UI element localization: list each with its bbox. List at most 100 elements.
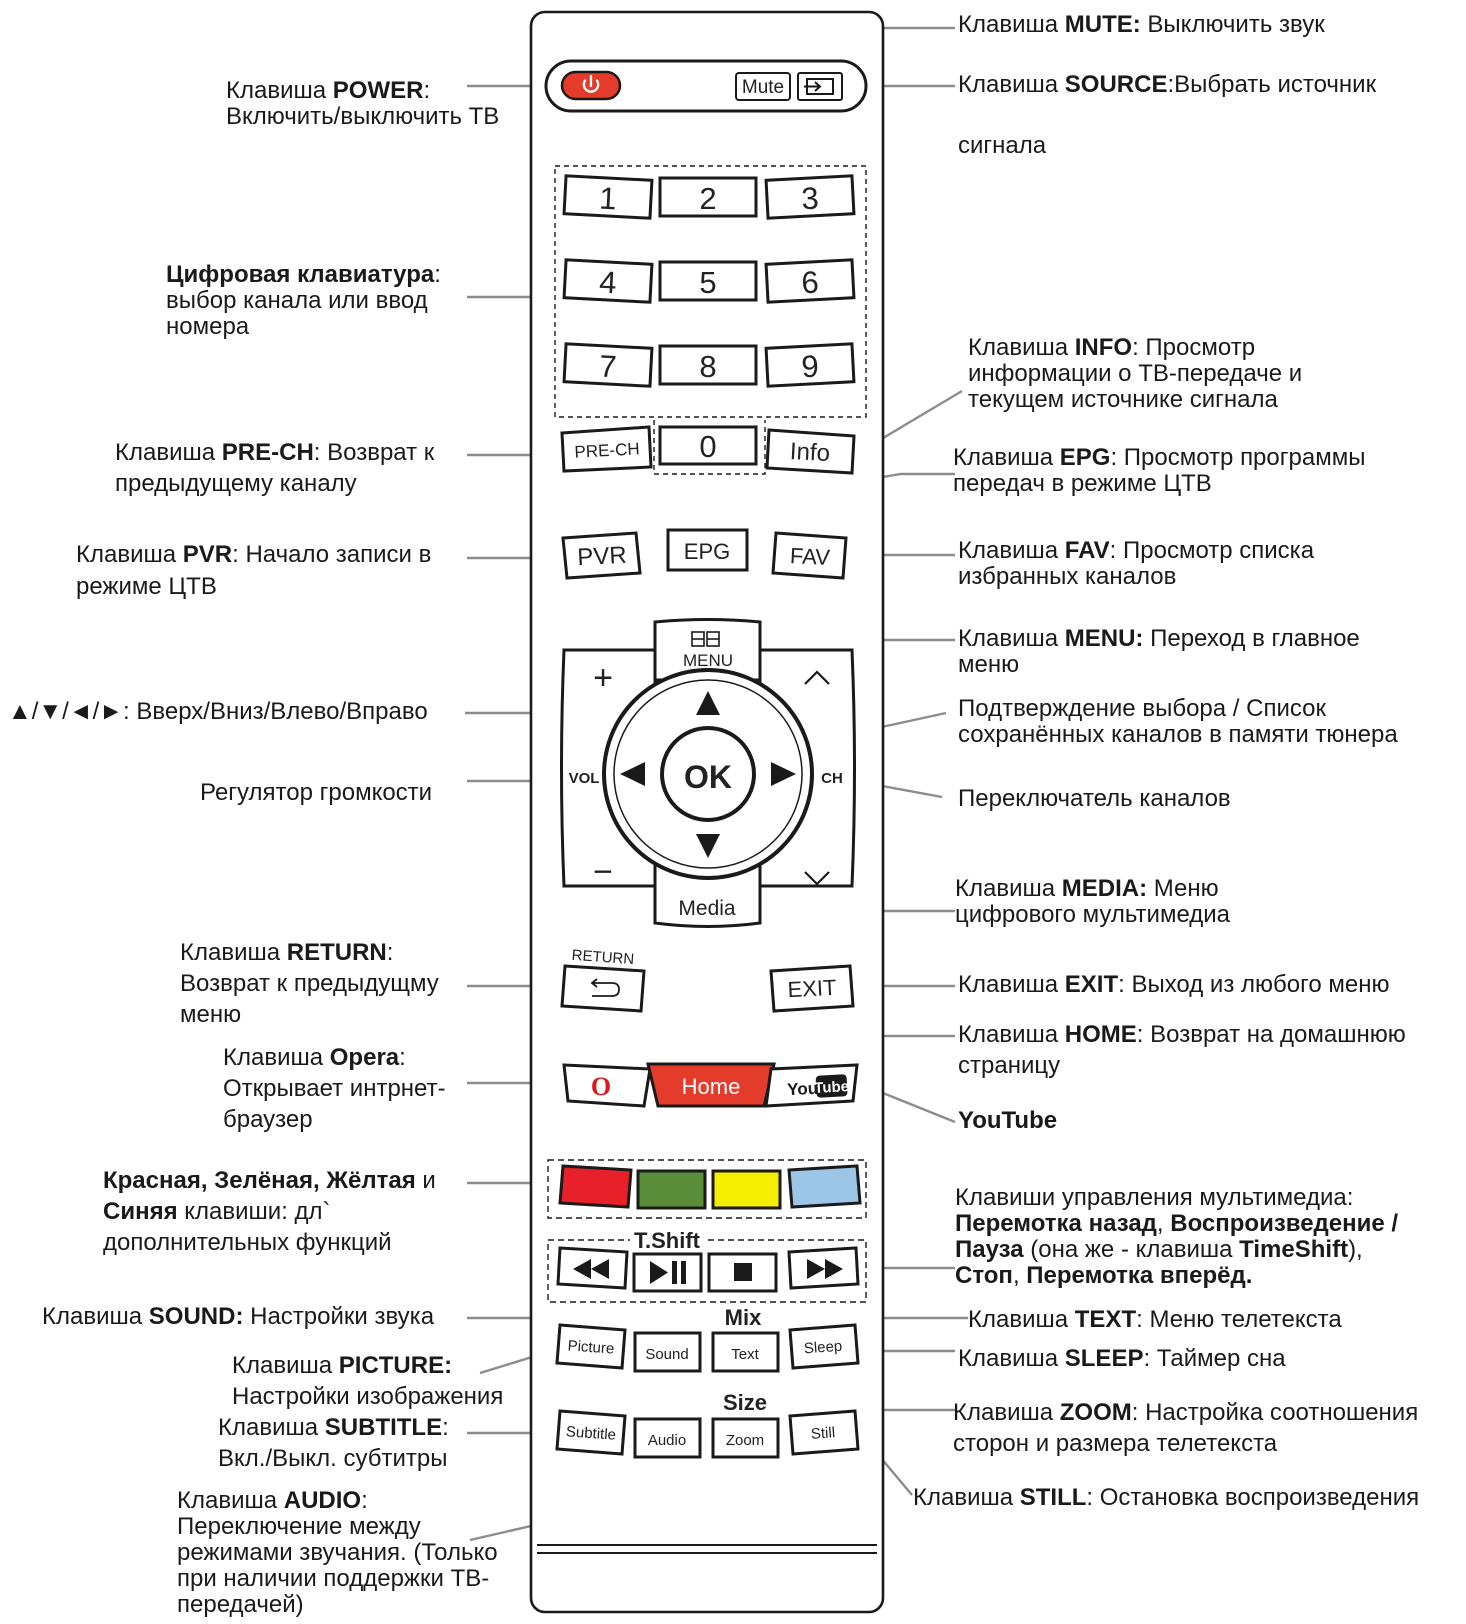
minus-label: − [593,853,613,891]
digit-9-button[interactable]: 9 [764,342,856,388]
fast-forward-button[interactable] [787,1246,860,1290]
chevron-up-icon [804,670,830,685]
text-label: Text [731,1346,759,1363]
ok-label: OK [684,759,732,795]
mute-label: Mute [742,77,784,98]
zero-frame [653,420,766,475]
green-key[interactable] [636,1169,707,1210]
ok-button[interactable] [660,726,756,822]
label-sleep: Клавиша SLEEP: Таймер сна [958,1345,1286,1372]
source-button[interactable] [797,72,843,101]
text-button[interactable]: Text [711,1331,780,1373]
label-power-2: Включить/выключить ТВ [226,103,500,130]
audio-button[interactable]: Audio [633,1417,702,1459]
info-button[interactable]: Info [765,428,856,475]
mute-button[interactable]: Mute [735,72,791,101]
digit-8-button[interactable]: 8 [658,344,758,386]
digit-6-label: 6 [801,265,820,301]
numpad-frame [554,165,867,418]
digit-4-button[interactable]: 4 [562,258,654,304]
digit-7-label: 7 [598,349,617,385]
digit-3-button[interactable]: 3 [764,174,856,220]
power-icon [582,74,600,93]
return-caption: RETURN [571,947,635,968]
digit-2-button[interactable]: 2 [658,176,758,218]
label-menu: Клавиша MENU: Переход в главное [958,625,1360,652]
sleep-button[interactable]: Sleep [788,1323,860,1370]
yellow-key[interactable] [711,1169,782,1210]
left-arrow-icon [620,762,645,786]
stop-icon [734,1263,752,1281]
digit-9-label: 9 [801,349,820,385]
youtube-you: You [787,1079,819,1100]
fav-button[interactable]: FAV [771,531,848,580]
exit-button[interactable]: EXIT [769,964,855,1013]
label-media-2: цифрового мультимедиа [955,901,1231,928]
prech-button[interactable]: PRE-CH [560,425,653,473]
color-keys-frame [547,1159,867,1219]
youtube-button[interactable]: You Tube [764,1063,859,1108]
rewind-button[interactable] [556,1246,629,1290]
sleep-label: Sleep [803,1338,842,1358]
label-info-2: информации о ТВ-передаче и [968,360,1303,387]
label-source-2: сигнала [958,132,1047,159]
return-icon [590,978,620,997]
digit-3-label: 3 [801,181,820,217]
digit-5-button[interactable]: 5 [658,260,758,302]
power-button[interactable] [560,70,622,101]
ch-label: CH [821,770,843,787]
sound-button[interactable]: Sound [633,1331,702,1373]
exit-label: EXIT [787,975,837,1003]
label-pvr: Клавиша PVR: Начало записи в [76,541,432,568]
pvr-label: PVR [577,542,628,572]
label-subtitle-2: Вкл./Выкл. субтитры [218,1445,448,1472]
play-pause-icon [650,1261,686,1284]
pvr-button[interactable]: PVR [561,531,642,580]
youtube-logo: You Tube [787,1074,849,1100]
plus-label: + [593,659,613,697]
label-multimedia-4: Стоп, Перемотка вперёд. [955,1262,1253,1289]
label-sound: Клавиша SOUND: Настройки звука [42,1303,435,1330]
subtitle-button[interactable]: Subtitle [555,1409,627,1456]
label-audio-2: Переключение между [177,1513,421,1540]
label-return-2: Возврат к предыдущму [180,970,439,997]
menu-button[interactable] [653,618,762,682]
label-subtitle: Клавиша SUBTITLE: [218,1414,449,1441]
label-fav-2: избранных каналов [958,563,1177,590]
digit-8-label: 8 [699,349,716,384]
label-arrows: ▲/▼/◄/►: Вверх/Вниз/Влево/Вправо [8,698,428,725]
picture-label: Picture [567,1337,615,1357]
label-prech-2: предыдущему каналу [115,470,357,497]
digit-1-button[interactable]: 1 [562,174,654,220]
digit-5-label: 5 [699,265,716,300]
digit-6-button[interactable]: 6 [764,258,856,304]
picture-button[interactable]: Picture [555,1323,627,1370]
label-info: Клавиша INFO: Просмотр [968,334,1256,361]
stop-button[interactable] [707,1252,778,1293]
home-button[interactable]: Home [646,1062,776,1108]
still-button[interactable]: Still [788,1409,860,1456]
return-button[interactable] [560,964,646,1013]
opera-button[interactable]: O [562,1063,652,1108]
label-multimedia-2: Перемотка назад, Воспроизведение / [955,1210,1399,1237]
down-arrow-icon [696,834,720,858]
label-multimedia: Клавиши управления мультимедиа: [955,1184,1354,1211]
label-youtube: YouTube [958,1107,1058,1134]
label-still: Клавиша STILL: Остановка воспроизведения [913,1484,1420,1511]
epg-button[interactable]: EPG [666,528,749,572]
red-key[interactable] [558,1164,633,1209]
label-audio-5: передачей) [177,1591,304,1618]
zoom-button[interactable]: Zoom [711,1417,780,1459]
digit-7-button[interactable]: 7 [562,342,654,388]
digit-0-button[interactable]: 0 [658,425,758,466]
label-epg: Клавиша EPG: Просмотр программы [953,444,1366,471]
size-label: Size [723,1390,767,1415]
play-pause-button[interactable] [632,1252,703,1293]
label-home-2: страницу [958,1052,1061,1079]
blue-key[interactable] [787,1164,862,1209]
label-text: Клавиша TEXT: Меню телетекста [968,1306,1342,1333]
opera-icon: O [591,1072,611,1101]
